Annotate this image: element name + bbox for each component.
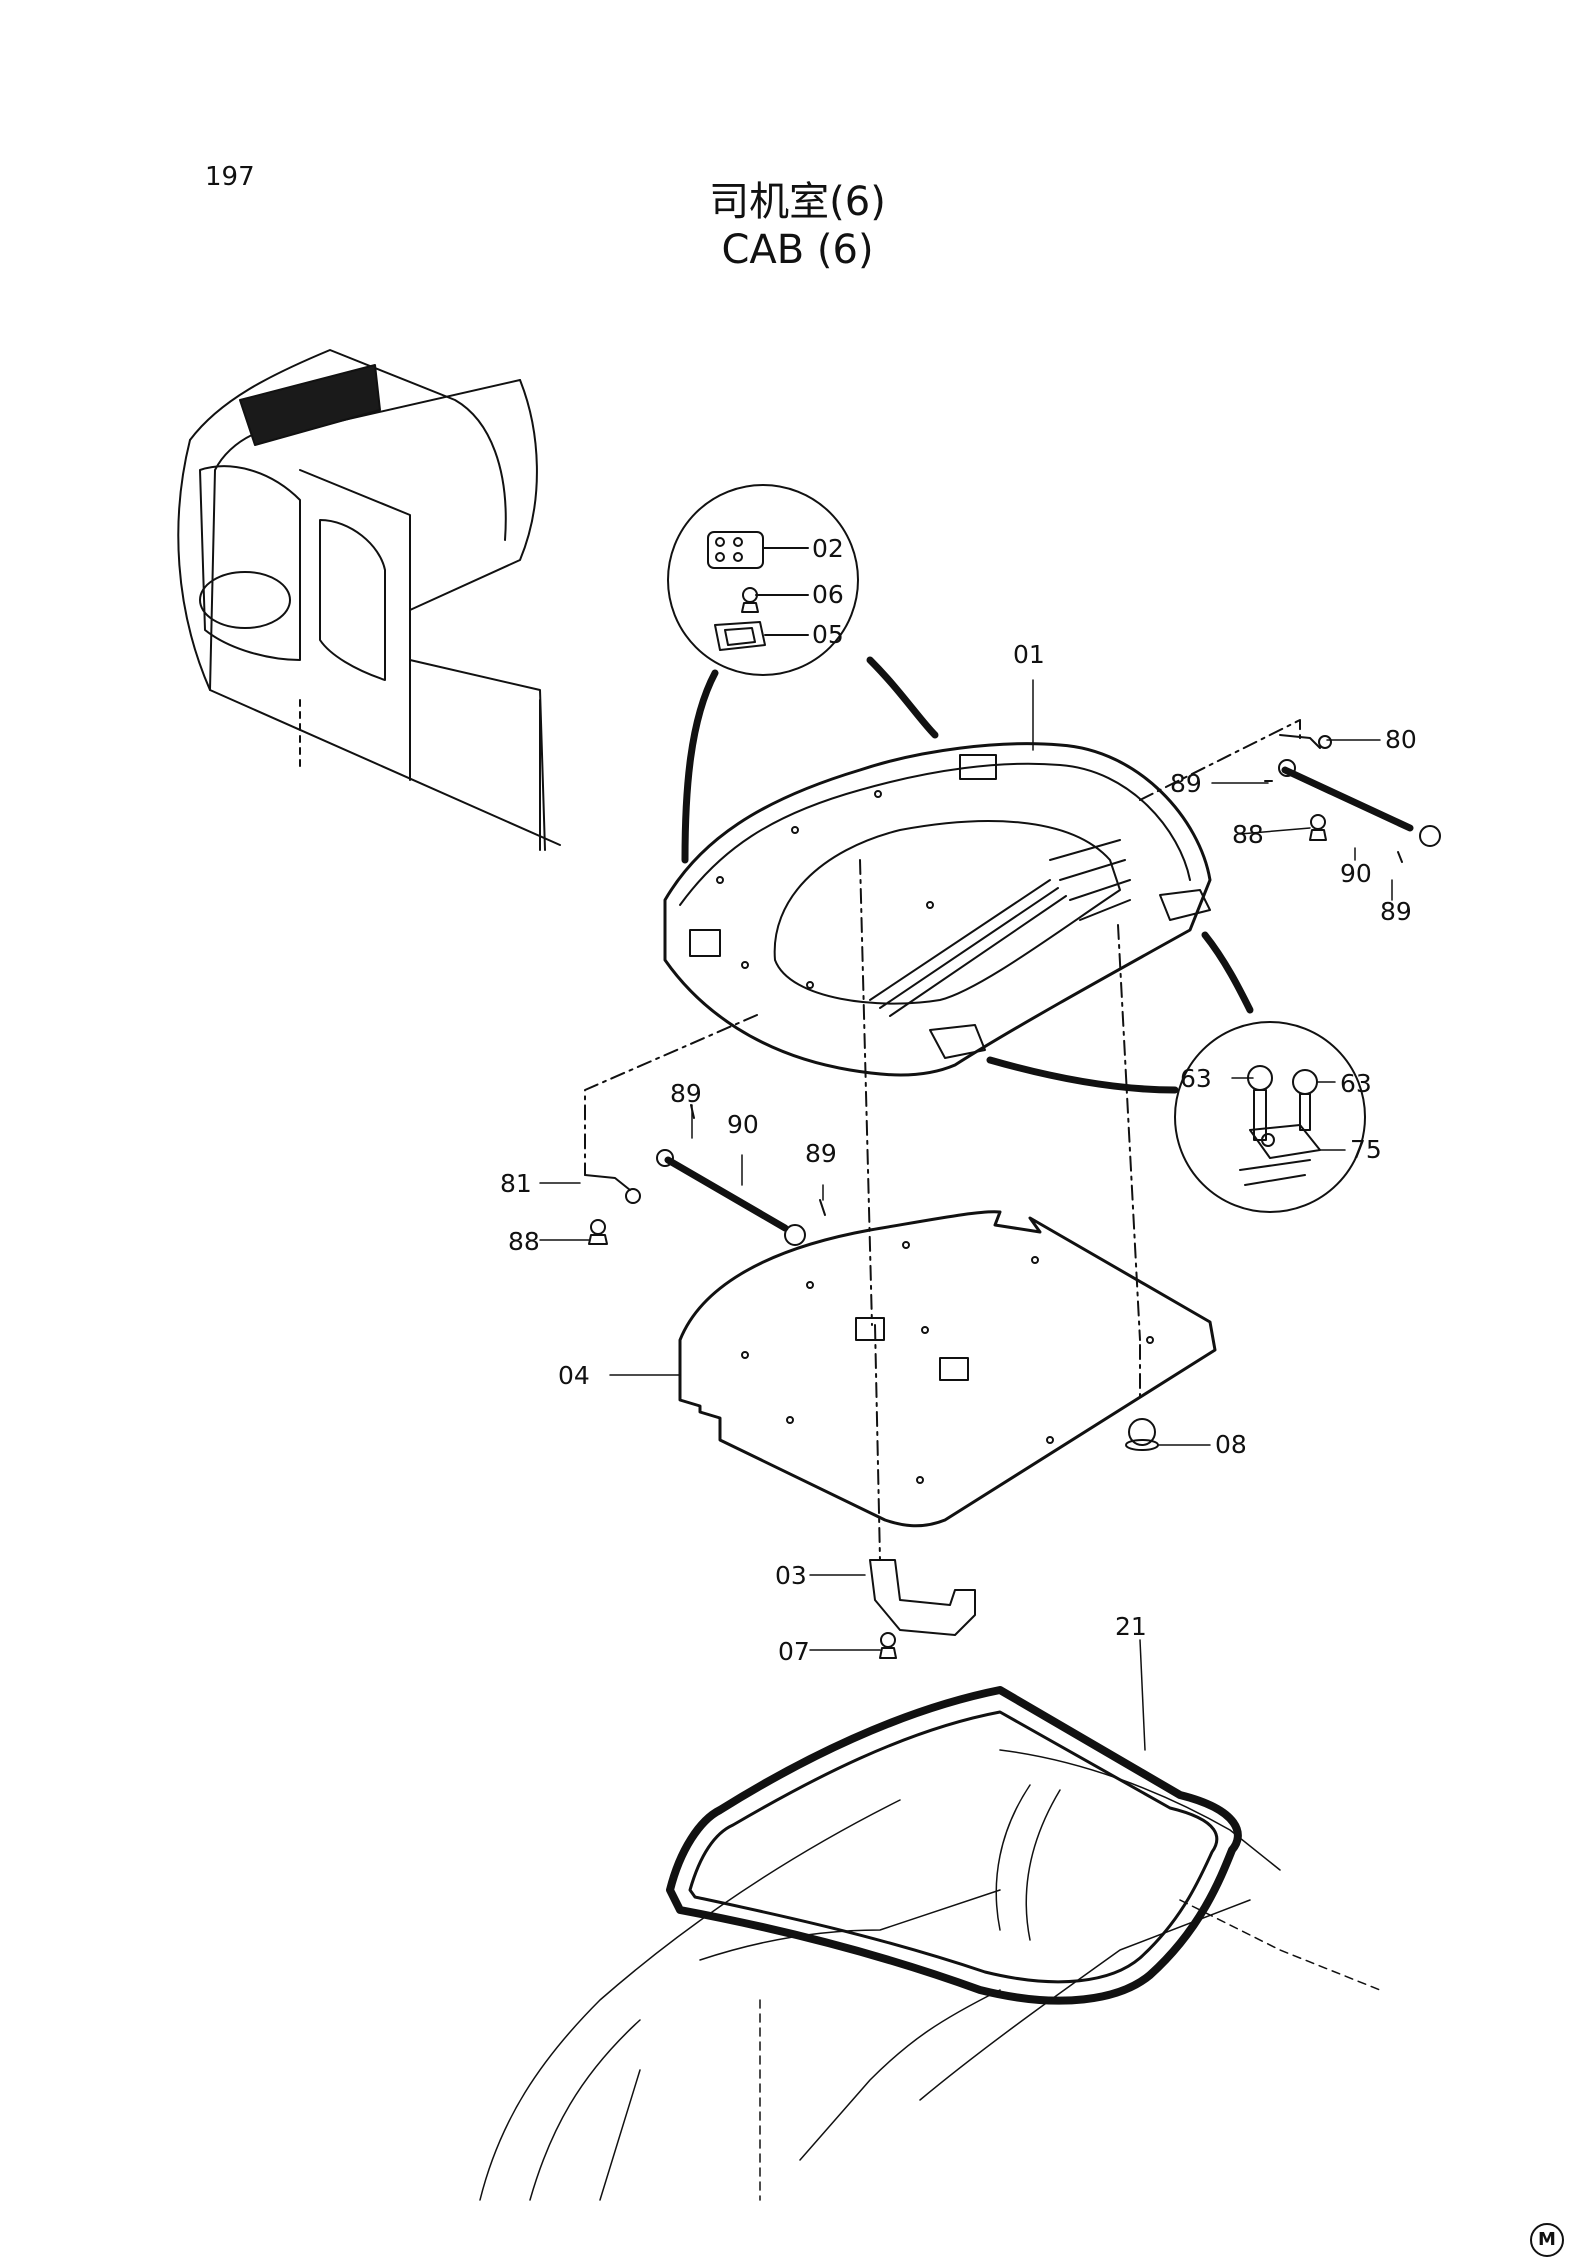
callout-75: 75	[1350, 1135, 1382, 1164]
callout-21: 21	[1115, 1612, 1147, 1641]
hatch-panel	[663, 742, 1212, 1077]
leader-lines	[539, 679, 1393, 1751]
seal-21	[666, 1686, 1242, 2005]
gas-spring-right	[1264, 734, 1441, 863]
callout-06: 06	[812, 580, 844, 609]
callout-90-right: 90	[1340, 859, 1372, 888]
liner-plate	[678, 1210, 1217, 1528]
callout-05: 05	[812, 620, 844, 649]
cab-roof-background	[479, 1749, 1381, 2201]
callout-89-right: 89	[1380, 897, 1412, 926]
title-english: CAB (6)	[721, 227, 874, 273]
gas-spring-left	[584, 1104, 826, 1246]
callout-07: 07	[778, 1637, 810, 1666]
callout-63-right: 63	[1340, 1069, 1372, 1098]
callout-88-right: 88	[1232, 820, 1264, 849]
callout-02: 02	[812, 534, 844, 563]
callout-89-top: 89	[1170, 769, 1202, 798]
detail-circle-a	[667, 484, 939, 864]
registered-mark-icon: M	[1530, 2223, 1564, 2257]
callout-89-left-a: 89	[670, 1079, 702, 1108]
callout-90-left: 90	[727, 1110, 759, 1139]
handle-03	[869, 1559, 976, 1659]
callout-89-left-b: 89	[805, 1139, 837, 1168]
callout-81: 81	[500, 1169, 532, 1198]
callout-63-left: 63	[1180, 1064, 1212, 1093]
callout-labels: 02 06 05 01 80 89 88 90 89 63 63 75 89 9…	[500, 534, 1417, 1666]
cab-overview-sketch	[177, 349, 561, 851]
page-title: 司机室(6) CAB (6)	[0, 178, 1595, 274]
detail-circle-b	[986, 931, 1366, 1213]
callout-01: 01	[1013, 640, 1045, 669]
assembly-lines	[584, 719, 1301, 1561]
callout-08: 08	[1215, 1430, 1247, 1459]
page-number: 197	[205, 162, 255, 192]
callout-03: 03	[775, 1561, 807, 1590]
callout-88-left: 88	[508, 1227, 540, 1256]
nut-08	[1125, 1418, 1159, 1451]
title-chinese: 司机室(6)	[709, 179, 886, 225]
callout-80: 80	[1385, 725, 1417, 754]
callout-04: 04	[558, 1361, 590, 1390]
